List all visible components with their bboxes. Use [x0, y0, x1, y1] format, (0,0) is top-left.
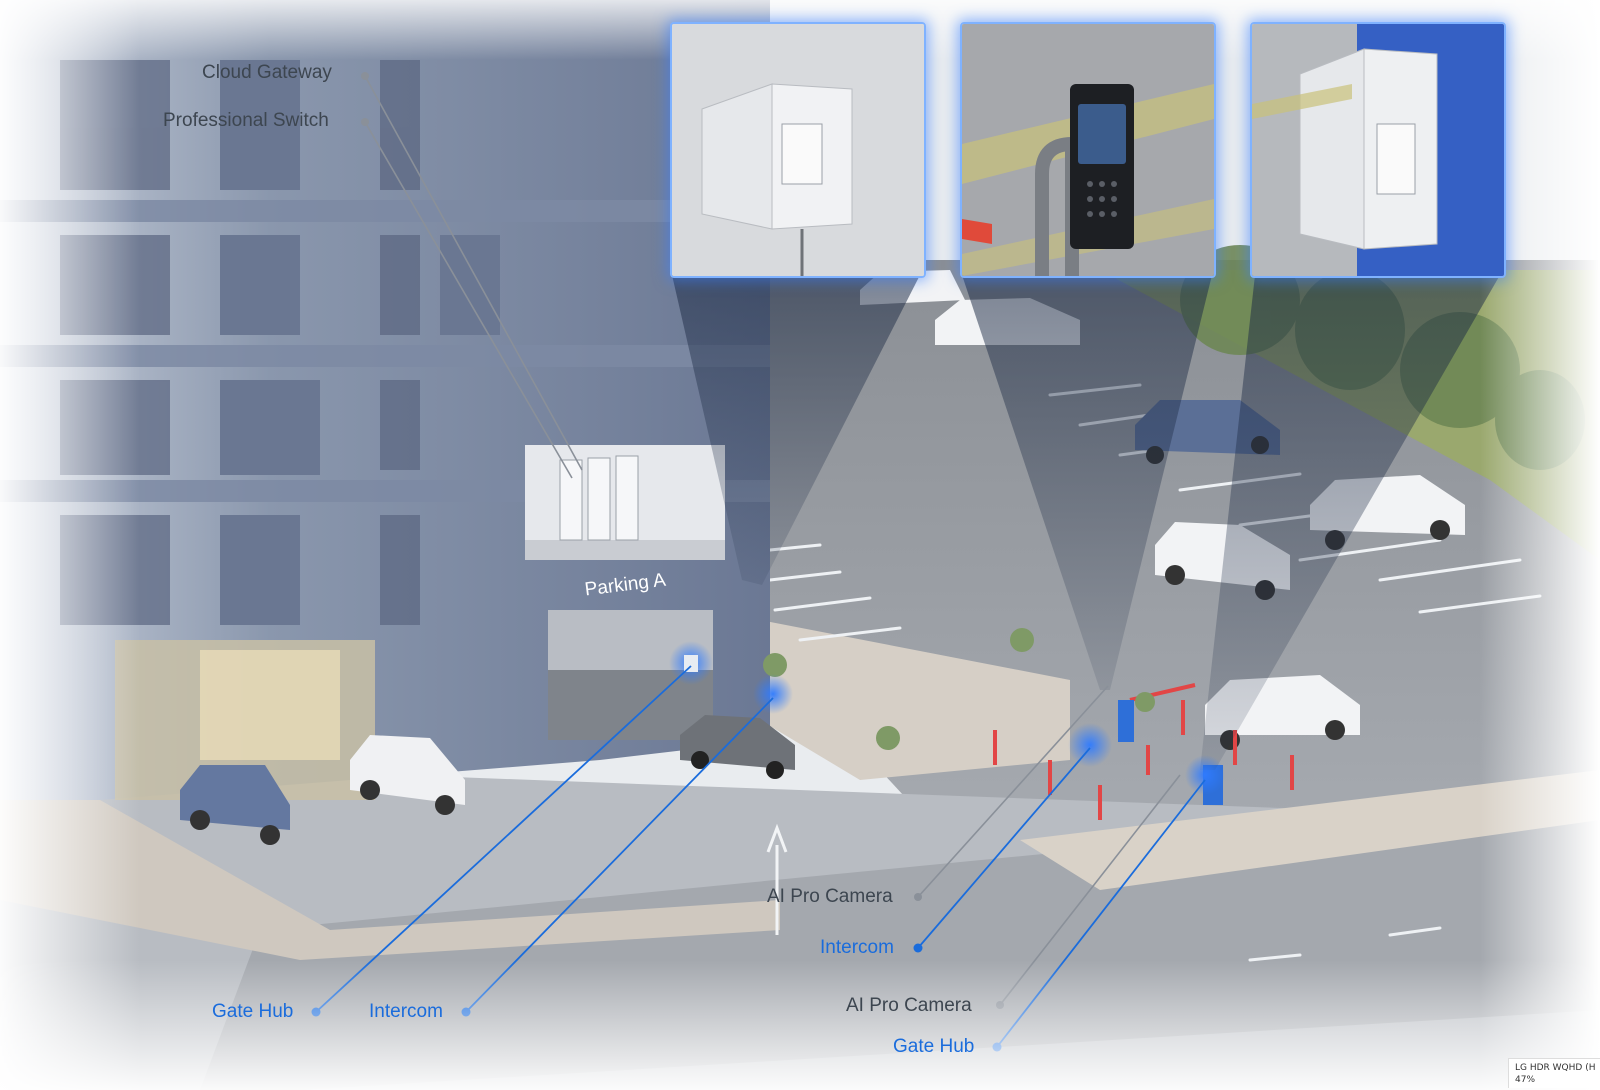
ai-pro-camera-label-1: AI Pro Camera — [767, 886, 893, 907]
gate-hub-label-left: Gate Hub — [212, 1001, 294, 1022]
car-white-left — [350, 735, 465, 815]
display-readout-name: LG HDR WQHD (H — [1515, 1063, 1596, 1073]
left-fade — [0, 0, 140, 1090]
intercom-label-right: Intercom — [820, 937, 894, 958]
display-readout: LG HDR WQHD (H 47% — [1508, 1058, 1600, 1088]
inset-gate-hub-wall-cabinet — [1250, 22, 1506, 278]
bottom-fade — [0, 960, 1600, 1090]
gate-hub-cabinet-icon — [672, 24, 924, 276]
inset-gate-hub-cabinet — [670, 22, 926, 278]
display-readout-percent: 47% — [1515, 1075, 1536, 1085]
intercom-label-left: Intercom — [369, 1001, 443, 1022]
car-blue-left — [180, 765, 290, 845]
professional-switch-label: Professional Switch — [163, 110, 329, 131]
gate-hub-label-right: Gate Hub — [893, 1036, 975, 1057]
ai-pro-camera-label-2: AI Pro Camera — [846, 995, 972, 1016]
intercom-device-icon — [962, 24, 1214, 276]
inset-intercom — [960, 22, 1216, 278]
gate-hub-wall-cabinet-icon — [1252, 24, 1504, 276]
car-gray-center — [680, 715, 795, 779]
cloud-gateway-label: Cloud Gateway — [202, 62, 332, 83]
